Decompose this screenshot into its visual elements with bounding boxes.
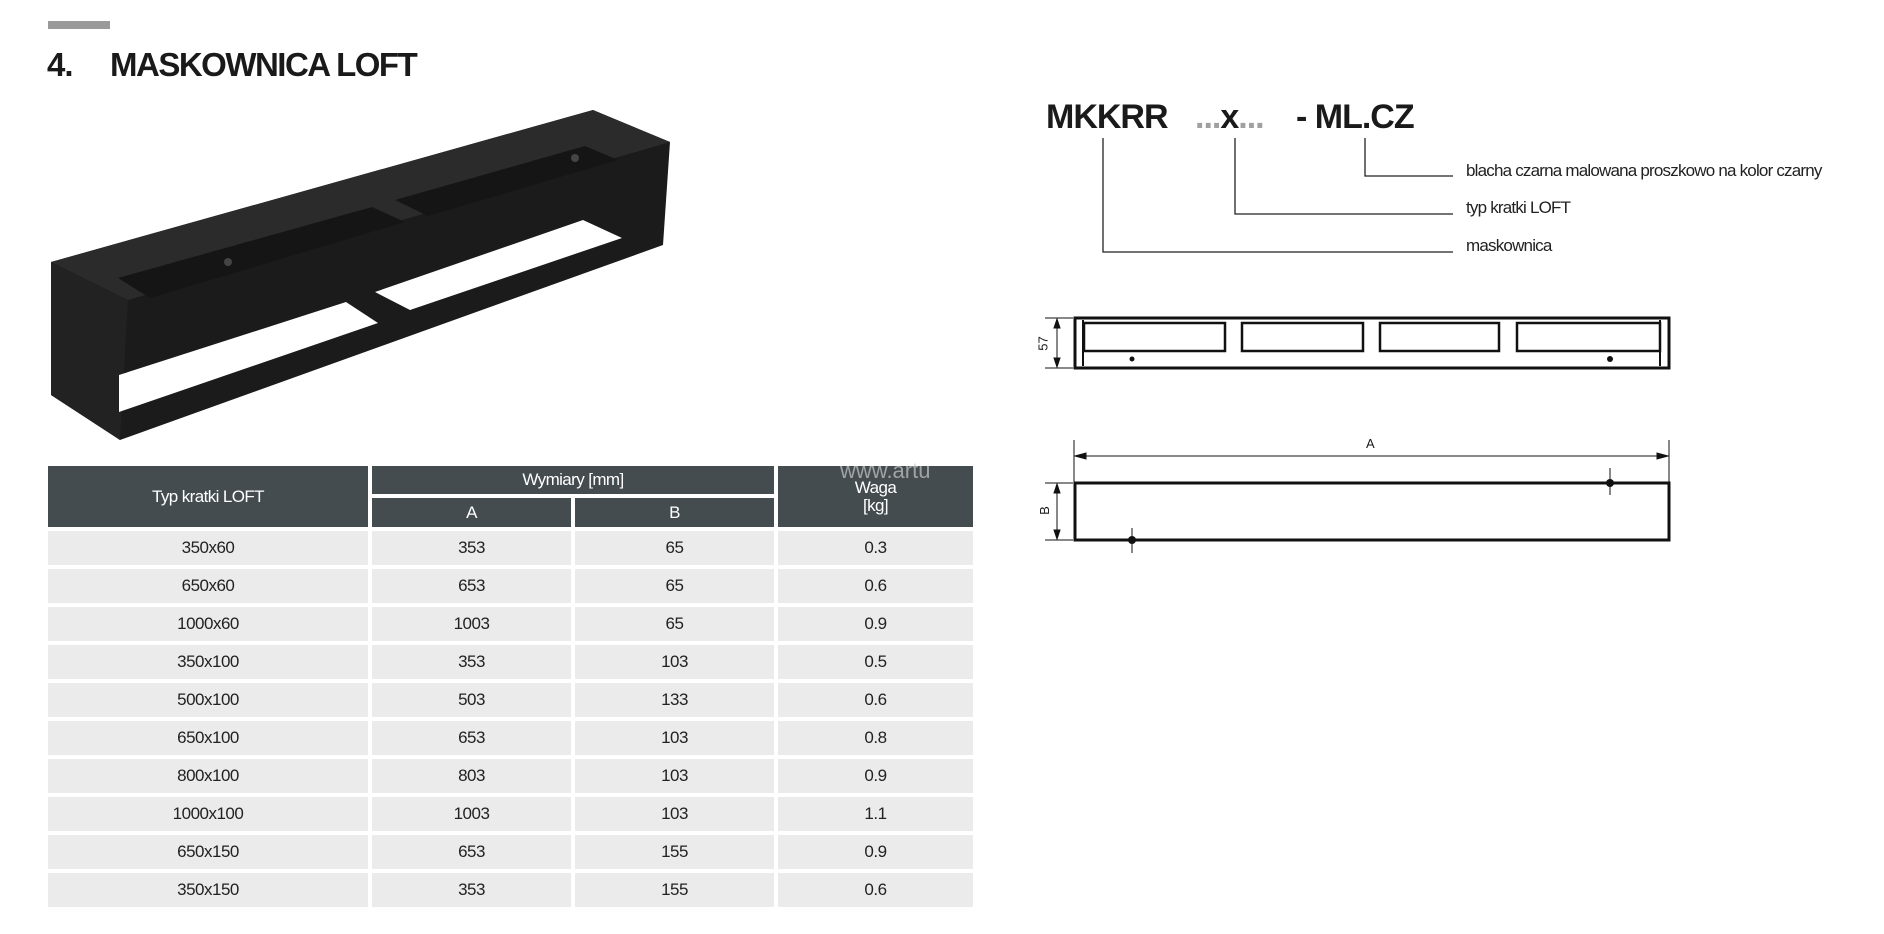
cell-type: 1000x60 [48,607,368,641]
legend-grille-type: typ kratki LOFT [1466,198,1571,217]
header-dimensions: Wymiary [mm] [372,466,774,494]
cell-b: 65 [575,569,774,603]
cell-b: 103 [575,797,774,831]
depth-dimension-label: B [1036,506,1052,515]
cell-a: 653 [372,835,571,869]
header-type: Typ kratki LOFT [48,466,368,527]
cell-type: 800x100 [48,759,368,793]
header-weight-line1: Waga [854,477,897,497]
cell-weight: 0.6 [778,569,973,603]
cell-a: 803 [372,759,571,793]
code-suffix: - ML.CZ [1296,98,1415,136]
code-dots-right: ... [1238,98,1264,136]
cell-weight: 1.1 [778,797,973,831]
legend-cover: maskownica [1466,236,1552,255]
cell-type: 650x60 [48,569,368,603]
top-view-drawing [1045,440,1671,553]
cell-type: 650x150 [48,835,368,869]
cell-weight: 0.9 [778,607,973,641]
code-dots-left: ... [1195,98,1221,136]
cell-b: 65 [575,531,774,565]
cell-type: 650x100 [48,721,368,755]
cell-a: 1003 [372,607,571,641]
dimensions-table: Typ kratki LOFT Wymiary [mm] Waga[kg] A … [44,462,977,911]
cell-b: 103 [575,645,774,679]
cell-type: 350x100 [48,645,368,679]
code-leader-lines [1045,138,1671,553]
cell-a: 353 [372,531,571,565]
cell-weight: 0.9 [778,835,973,869]
code-x: x [1220,98,1239,136]
cell-a: 503 [372,683,571,717]
height-dimension-label: 57 [1035,336,1051,351]
cell-b: 103 [575,721,774,755]
code-prefix: MKKRR [1046,98,1169,136]
cell-b: 103 [575,759,774,793]
header-weight-line2: [kg] [862,495,889,515]
cell-weight: 0.6 [778,683,973,717]
side-view-drawing [1045,316,1671,370]
header-a: A [372,498,571,527]
cell-type: 350x150 [48,873,368,907]
cell-b: 155 [575,873,774,907]
cell-weight: 0.3 [778,531,973,565]
cell-b: 65 [575,607,774,641]
cell-a: 353 [372,645,571,679]
length-dimension-label: A [1366,436,1375,451]
cell-weight: 0.8 [778,721,973,755]
header-b: B [575,498,774,527]
legend-coating: blacha czarna malowana proszkowo na kolo… [1466,161,1822,180]
cell-a: 353 [372,873,571,907]
cell-b: 133 [575,683,774,717]
cell-weight: 0.6 [778,873,973,907]
cell-a: 653 [372,569,571,603]
cell-type: 500x100 [48,683,368,717]
header-weight: Waga[kg] [778,466,973,527]
section-number: 4. [47,46,74,83]
cell-type: 1000x100 [48,797,368,831]
page-title: MASKOWNICA LOFT [110,46,418,83]
cell-weight: 0.9 [778,759,973,793]
cell-b: 155 [575,835,774,869]
section-marker-bar [48,21,110,29]
cell-a: 653 [372,721,571,755]
cell-weight: 0.5 [778,645,973,679]
cell-type: 350x60 [48,531,368,565]
watermark: www.artu [840,458,931,483]
product-image [51,110,670,440]
cell-a: 1003 [372,797,571,831]
